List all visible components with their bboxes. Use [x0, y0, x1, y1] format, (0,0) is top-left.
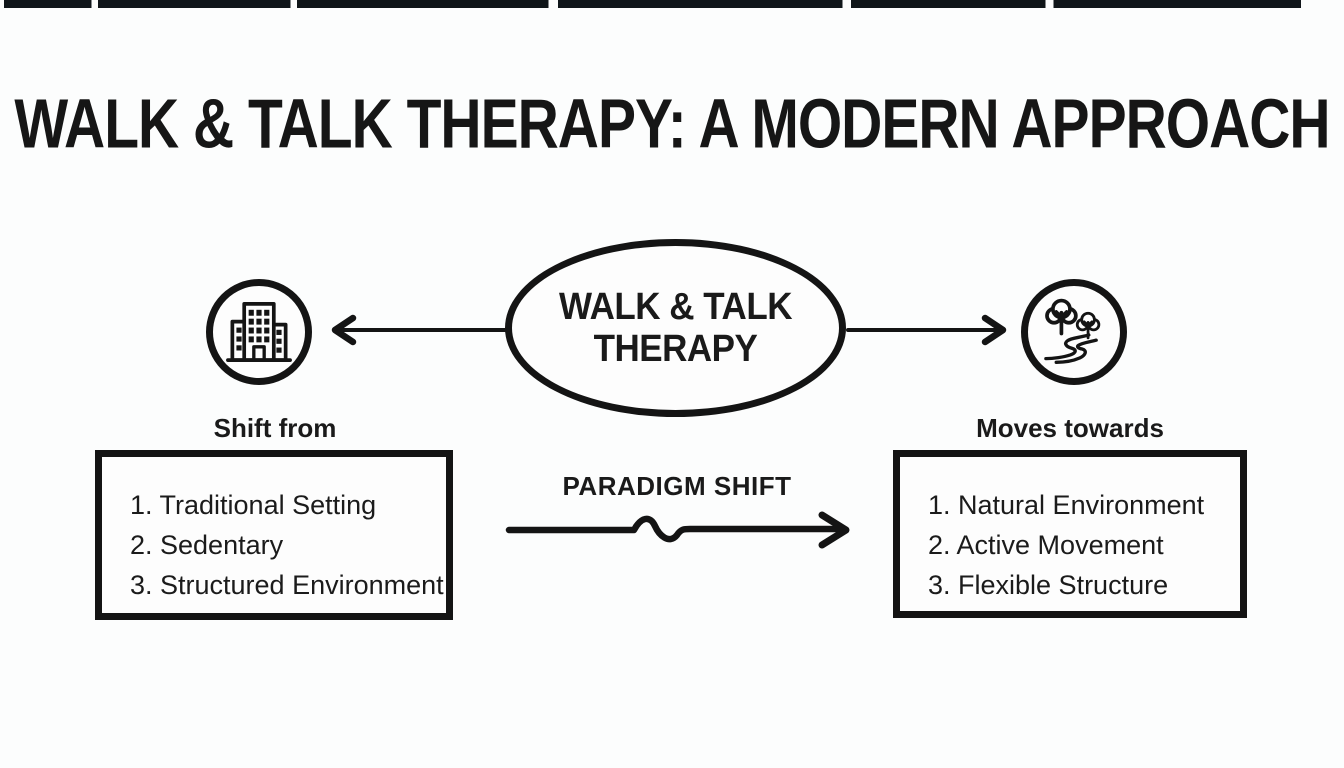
arrow-to-left-icon [331, 314, 508, 346]
tree-large [1045, 298, 1078, 336]
top-edge-artifact [0, 0, 1344, 8]
list-item: 2. Active Movement [928, 530, 1164, 560]
central-node-label-line1: WALK & TALK [559, 285, 792, 328]
traditional-setting-badge [206, 279, 312, 385]
paradigm-shift-label: PARADIGM SHIFT [562, 471, 792, 501]
shift-from-box: 1. Traditional Setting 2. Sedentary 3. S… [95, 450, 453, 620]
nature-path-icon [1044, 298, 1101, 365]
central-node: WALK & TALK THERAPY [505, 239, 846, 417]
left-heading: Shift from [213, 413, 337, 443]
central-node-label-line2: THERAPY [593, 327, 758, 370]
list-item: 1. Natural Environment [928, 490, 1205, 520]
natural-environment-badge [1021, 279, 1127, 385]
winding-path [1044, 333, 1098, 365]
page-title: WALK & TALK THERAPY: A MODERN APPROACH [14, 85, 1330, 164]
building-icon [226, 302, 292, 362]
moves-towards-box: 1. Natural Environment 2. Active Movemen… [893, 450, 1247, 618]
right-heading: Moves towards [976, 413, 1164, 443]
arrow-to-right-icon [846, 314, 1007, 346]
paradigm-shift-arrow [505, 511, 850, 549]
tree-small [1075, 311, 1101, 340]
list-item: 3. Flexible Structure [928, 570, 1169, 600]
list-item: 1. Traditional Setting [130, 490, 377, 520]
list-item: 3. Structured Environment [130, 570, 444, 600]
list-item: 2. Sedentary [130, 530, 284, 560]
